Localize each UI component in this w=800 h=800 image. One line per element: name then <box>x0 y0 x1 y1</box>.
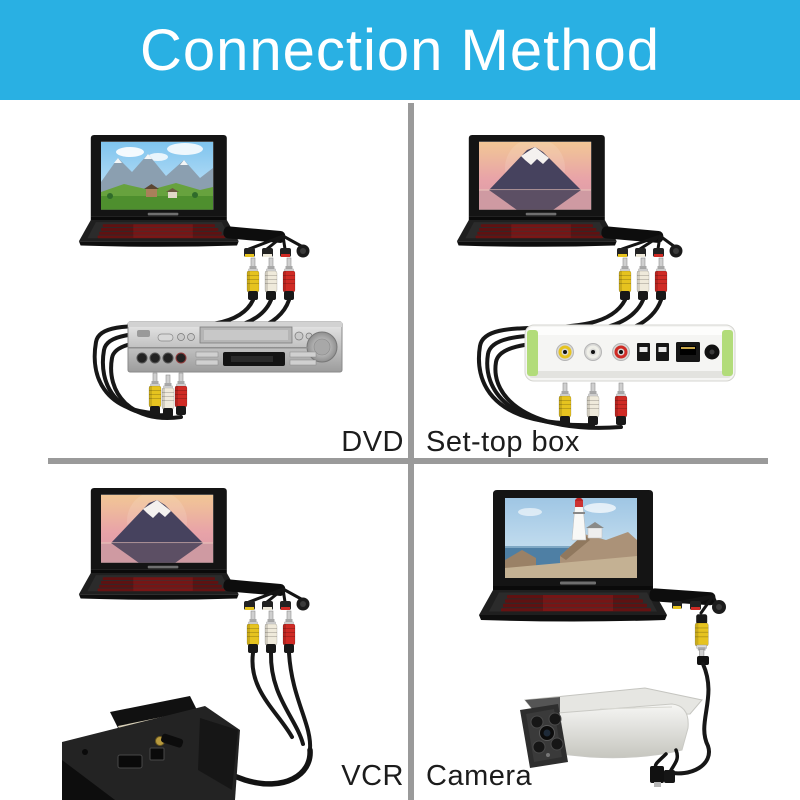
usb-capture-device <box>649 588 726 615</box>
laptop <box>479 490 667 622</box>
quadrant-camera <box>415 464 800 800</box>
dvd-player <box>127 321 343 373</box>
laptop-to-dvd-illustration <box>78 135 343 420</box>
rca-plugs <box>618 257 668 301</box>
label-camera: Camera <box>426 760 533 792</box>
laptop <box>456 135 617 247</box>
label-vcr: VCR <box>341 760 404 792</box>
laptop <box>78 135 239 247</box>
laptop-to-set-top-box-illustration <box>456 135 736 430</box>
quadrant-vcr <box>0 464 408 800</box>
usb-capture-device <box>223 226 310 258</box>
page-title: Connection Method <box>140 18 660 83</box>
usb-capture-device <box>601 226 683 258</box>
set-top-box-device <box>524 324 736 382</box>
label-dvd: DVD <box>341 426 404 458</box>
rca-plugs-into-dvd <box>148 372 188 418</box>
laptop <box>78 488 239 600</box>
av-cable <box>664 662 711 776</box>
quadrant-dvd <box>0 100 408 458</box>
usb-capture-device <box>223 579 310 611</box>
label-set-top-box: Set-top box <box>426 426 580 458</box>
laptop-to-vcr-illustration <box>62 488 313 800</box>
rca-plugs <box>246 610 296 654</box>
rca-plug-yellow <box>694 613 709 665</box>
divider-horizontal <box>48 458 768 464</box>
rca-plugs-into-set-top-box <box>558 382 628 426</box>
divider-vertical <box>408 103 414 800</box>
rca-plugs <box>246 257 296 301</box>
laptop-to-camera-illustration <box>479 490 726 787</box>
header-banner: Connection Method <box>0 0 800 100</box>
cctv-camera <box>520 687 703 787</box>
quadrant-set-top-box <box>415 100 800 458</box>
camcorder <box>62 696 240 800</box>
